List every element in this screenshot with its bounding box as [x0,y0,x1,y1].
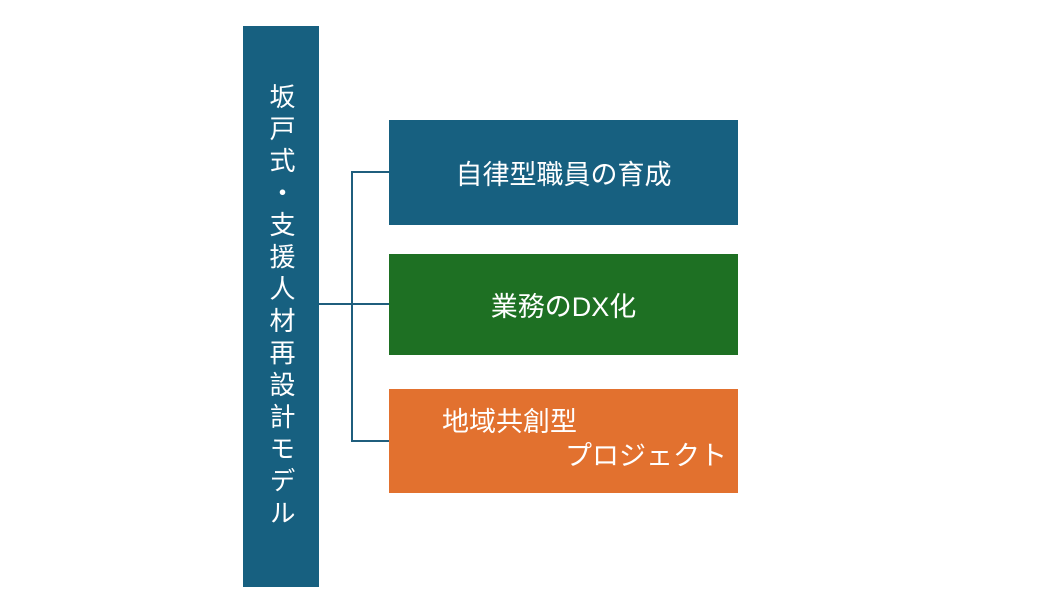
connector-branch-bottom-line [351,440,389,442]
connector-trunk-line [351,171,353,442]
root-node: 坂戸式・支援人材再設計モデル [243,26,319,587]
connector-branch-top-line [351,171,389,173]
connector-branch-middle-line [319,303,389,305]
branch-node-dx-label: 業務のDX化 [490,292,637,322]
branch-node-community-project-label-line2: プロジェクト [565,441,727,471]
branch-node-community-project: 地域共創型 プロジェクト [389,389,738,493]
branch-node-staff-development-label: 自律型職員の育成 [455,160,672,190]
branch-node-staff-development: 自律型職員の育成 [389,120,738,225]
branch-node-dx: 業務のDX化 [389,254,738,355]
branch-node-community-project-label-line1: 地域共創型 [442,407,577,437]
root-node-label: 坂戸式・支援人材再設計モデル [266,82,296,531]
